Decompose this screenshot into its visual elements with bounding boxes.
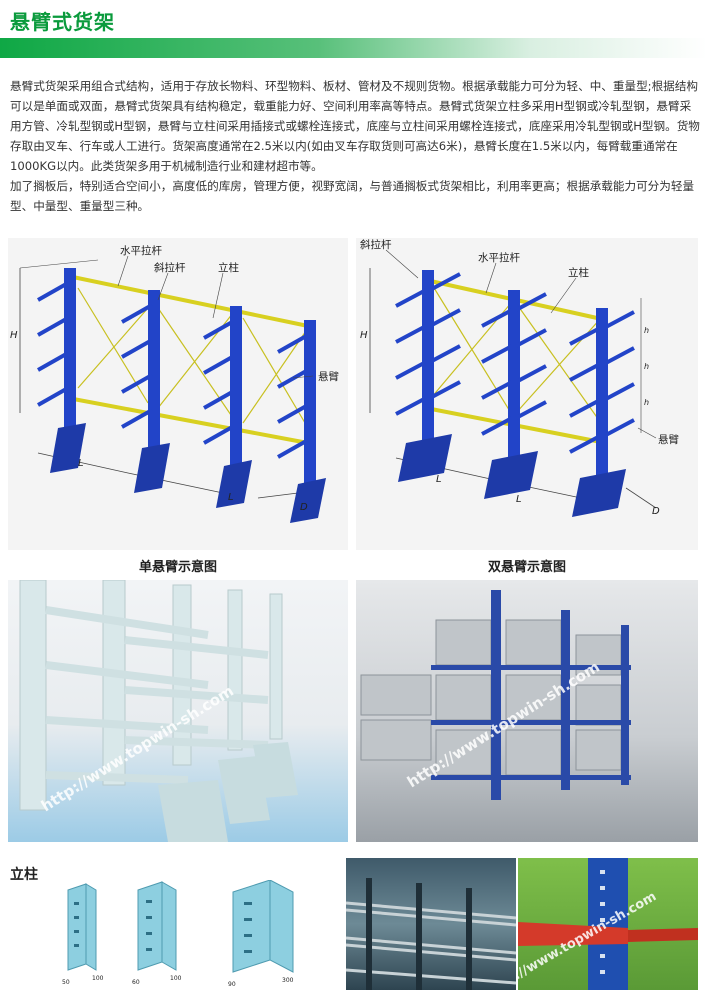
label-horizontal-bar: 水平拉杆 xyxy=(120,244,162,257)
profile-1-width: 50 xyxy=(62,979,70,986)
label-length-2: L xyxy=(516,494,522,505)
photo-warehouse-drawing xyxy=(360,590,631,800)
column-profiles: 50 100 60 100 90 300 xyxy=(8,879,338,990)
label-cantilever: 悬臂 xyxy=(318,370,339,383)
double-cantilever-caption: 双悬臂示意图 xyxy=(487,560,566,575)
intro-paragraph-2: 加了搁板后，特别适合空间小，高度低的库房，管理方便，视野宽阔，与普通搁板式货架相… xyxy=(10,179,695,213)
column-section-label: 立柱 xyxy=(10,867,38,883)
label-height: H xyxy=(10,330,18,341)
header-green-bar xyxy=(0,38,707,58)
label-length-2: L xyxy=(228,492,234,503)
single-cantilever-caption: 单悬臂示意图 xyxy=(138,560,217,575)
label-length-1: L xyxy=(436,474,442,485)
photo-warehouse-cantilever: http://www.topwin-sh.com xyxy=(356,580,698,842)
photo-pipes-drawing xyxy=(346,878,516,990)
intro-paragraph-1: 悬臂式货架采用组合式结构，适用于存放长物料、环型物料、板材、管材及不规则货物。根… xyxy=(10,79,700,173)
single-cantilever-diagram: 水平拉杆 斜拉杆 立柱 悬臂 H L L D xyxy=(8,238,348,550)
label-column: 立柱 xyxy=(568,266,589,279)
label-diagonal-bar: 斜拉杆 xyxy=(154,261,186,274)
page-title: 悬臂式货架 xyxy=(10,10,115,34)
photo-light-cantilever-racks: http://www.topwin-sh.com xyxy=(8,580,348,842)
photo-pipe-storage xyxy=(346,858,516,990)
profile-3-width: 90 xyxy=(228,981,236,988)
single-cantilever-drawing: 水平拉杆 斜拉杆 立柱 悬臂 H L L D xyxy=(10,244,339,523)
double-cantilever-drawing: 斜拉杆 水平拉杆 立柱 悬臂 H L L D h h h xyxy=(360,238,679,517)
label-depth: D xyxy=(300,502,308,513)
label-spacing-2: h xyxy=(644,362,649,371)
label-diagonal-bar: 斜拉杆 xyxy=(360,238,392,251)
label-height: H xyxy=(360,330,368,341)
label-spacing-3: h xyxy=(644,398,649,407)
profile-3-depth: 300 xyxy=(282,977,294,984)
label-depth: D xyxy=(652,506,660,517)
photo-column-detail: http://www.topwin-sh.com xyxy=(518,858,698,990)
column-profiles-drawing: 50 100 60 100 90 300 xyxy=(62,879,294,988)
label-column: 立柱 xyxy=(218,261,239,274)
page-header: 悬臂式货架 xyxy=(0,0,707,60)
label-spacing-1: h xyxy=(644,326,649,335)
intro-text: 悬臂式货架采用组合式结构，适用于存放长物料、环型物料、板材、管材及不规则货物。根… xyxy=(10,76,700,216)
double-cantilever-diagram: 斜拉杆 水平拉杆 立柱 悬臂 H L L D h h h xyxy=(356,238,698,550)
label-length-1: L xyxy=(78,458,84,469)
label-cantilever: 悬臂 xyxy=(658,433,679,446)
profile-2-width: 60 xyxy=(132,979,140,986)
profile-2-depth: 100 xyxy=(170,975,182,982)
photo-column-drawing xyxy=(518,858,698,990)
profile-1-depth: 100 xyxy=(92,975,104,982)
label-horizontal-bar: 水平拉杆 xyxy=(478,251,520,264)
photo-light-racks-drawing xyxy=(19,580,298,842)
